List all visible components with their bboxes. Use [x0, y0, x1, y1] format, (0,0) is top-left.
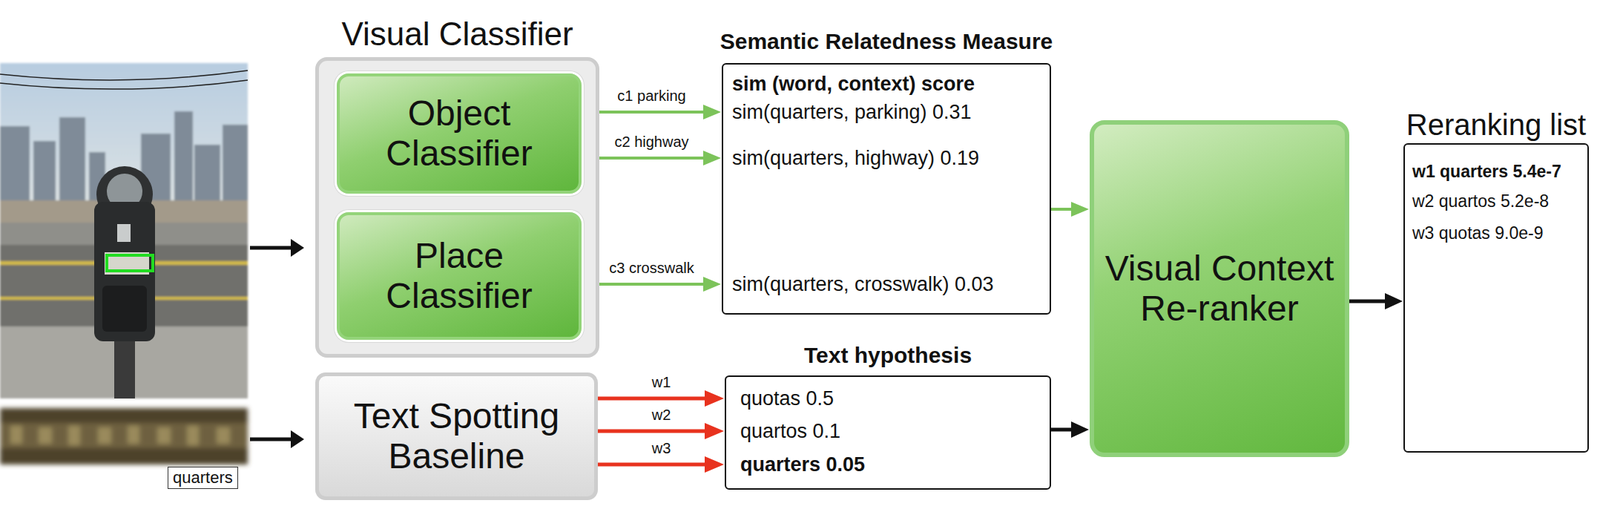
process-box: Text Spotting Baseline [315, 372, 598, 500]
box-label: Place Classifier [350, 235, 569, 316]
input-arrow [249, 238, 305, 257]
crop-ground [0, 407, 248, 465]
connector-arrow [1051, 207, 1073, 211]
crop-band [0, 422, 248, 449]
arrow-line [249, 437, 293, 442]
process-box: Place Classifier [336, 212, 582, 340]
connector-arrow [1349, 299, 1387, 304]
connector-arrow [597, 462, 707, 467]
list-line: w2 quartos 5.2e-8 [1412, 190, 1549, 212]
crop-blob [68, 425, 81, 446]
street-scene [0, 63, 248, 399]
connector-arrow [581, 110, 705, 114]
list-line: quartos 0.1 [740, 419, 841, 443]
result-list: Reranking listw1 quarters 5.4e-7w2 quart… [1403, 143, 1589, 453]
box-label: Visual Context Re-ranker [1104, 248, 1335, 329]
crop-blob [216, 427, 230, 444]
list-line: quarters 0.05 [740, 452, 865, 477]
heading: Semantic Relatedness Measure [720, 28, 1054, 55]
heading: Text hypothesis [804, 342, 972, 369]
arrow-head [290, 238, 305, 257]
edge-label: c3 crosswalk [606, 259, 696, 277]
word-label: quarters [167, 466, 239, 489]
wire [0, 80, 248, 90]
crop-blob [157, 427, 171, 444]
process-box: Object Classifier [336, 73, 582, 194]
edge-label: c1 parking [614, 87, 688, 105]
coin-slot [117, 224, 131, 242]
box-label: Text Spotting Baseline [329, 396, 584, 477]
crop-blob [186, 425, 199, 446]
wire [0, 70, 248, 81]
list-line: w1 quarters 5.4e-7 [1412, 160, 1562, 182]
list-line: w3 quotas 9.0e-9 [1412, 222, 1543, 244]
list-line: sim(quarters, crosswalk) 0.03 [732, 272, 994, 296]
crop-letters [10, 425, 230, 446]
edge-label: w1 [649, 373, 674, 391]
edge-label: w2 [649, 406, 674, 424]
meter-body [94, 201, 156, 342]
list-line: quotas 0.5 [740, 386, 834, 411]
arrow-line [249, 246, 293, 250]
arrow-head [290, 430, 305, 449]
crop-blob [10, 425, 23, 444]
hypothesis-list: Text hypothesisquotas 0.5quartos 0.1quar… [724, 375, 1052, 490]
connector-arrow [597, 396, 707, 401]
process-box: Visual Context Re-ranker [1089, 120, 1350, 457]
input-arrow [249, 430, 305, 449]
crop-blob [97, 427, 112, 444]
list-line: sim (word, context) score [732, 71, 975, 96]
meter-panel [102, 285, 147, 332]
word-crop [0, 407, 248, 465]
crop-blob [38, 427, 52, 444]
edge-label: c2 highway [611, 133, 691, 151]
detection-box [106, 255, 153, 271]
list-line: sim(quarters, parking) 0.31 [732, 100, 972, 124]
group-box: Object ClassifierPlace ClassifierVisual … [315, 57, 600, 358]
edge-label: w3 [649, 439, 674, 457]
heading: Reranking list [1406, 107, 1586, 142]
crop-blob [127, 425, 140, 444]
list-line: sim(quarters, highway) 0.19 [732, 146, 980, 170]
connector-arrow [581, 282, 705, 286]
connector-arrow [597, 429, 707, 434]
box-label: quarters [172, 468, 233, 488]
connector-arrow [1051, 428, 1073, 432]
score-table: Semantic Relatedness Measuresim (word, c… [721, 63, 1052, 315]
box-label: Object Classifier [350, 93, 569, 174]
connector-arrow [581, 156, 705, 160]
parking-meter [94, 166, 156, 399]
heading: Visual Classifier [341, 15, 573, 54]
